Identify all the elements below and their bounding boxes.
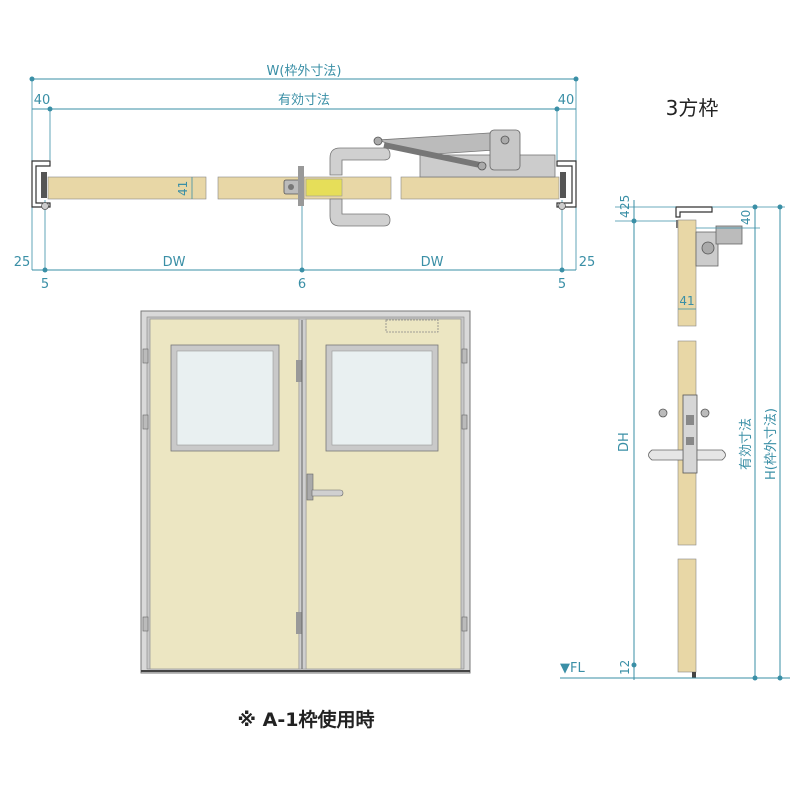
lever-handle-icon [329, 147, 391, 227]
section-title: 3方枠 [666, 96, 719, 120]
dw-right-label: DW [421, 255, 444, 270]
right-offset-dim: 25 [579, 255, 596, 270]
door-elevation [140, 310, 471, 674]
plan-view: W(枠外寸法) 有効寸法 40 40 41 [14, 64, 596, 292]
flush-bolt-icon [283, 166, 343, 206]
section-view: 3方枠 41 [560, 96, 790, 681]
top-dim-a: 4 [618, 210, 632, 218]
right-frame-dim: 40 [558, 93, 575, 108]
door-closer-icon [373, 129, 556, 178]
clear-width-label: 有効寸法 [278, 93, 330, 108]
floor-label: ▼FL [560, 661, 585, 676]
hinge-icon [142, 348, 468, 632]
left-offset-dim: 25 [14, 255, 31, 270]
clear-height-label: 有効寸法 [739, 418, 754, 470]
gap-left-dim: 5 [41, 277, 49, 292]
gap-right-dim: 5 [558, 277, 566, 292]
overall-height-label: H(枠外寸法) [764, 408, 779, 480]
bottom-gap-dim: 12 [618, 660, 632, 675]
gap-center-dim: 6 [298, 277, 306, 292]
section-thickness-dim: 41 [679, 294, 694, 308]
dh-label: DH [617, 432, 632, 452]
dw-left-label: DW [163, 255, 186, 270]
usage-note: ※ A-1枠使用時 [238, 708, 375, 731]
top-dim-b: 25 [618, 195, 632, 210]
door-closer-section-icon [695, 225, 743, 267]
left-frame-dim: 40 [34, 93, 51, 108]
leaf-thickness-dim: 41 [176, 181, 190, 196]
lock-case-icon [648, 394, 726, 474]
overall-width-label: W(枠外寸法) [267, 64, 342, 79]
section-frame-dim: 40 [739, 210, 753, 225]
